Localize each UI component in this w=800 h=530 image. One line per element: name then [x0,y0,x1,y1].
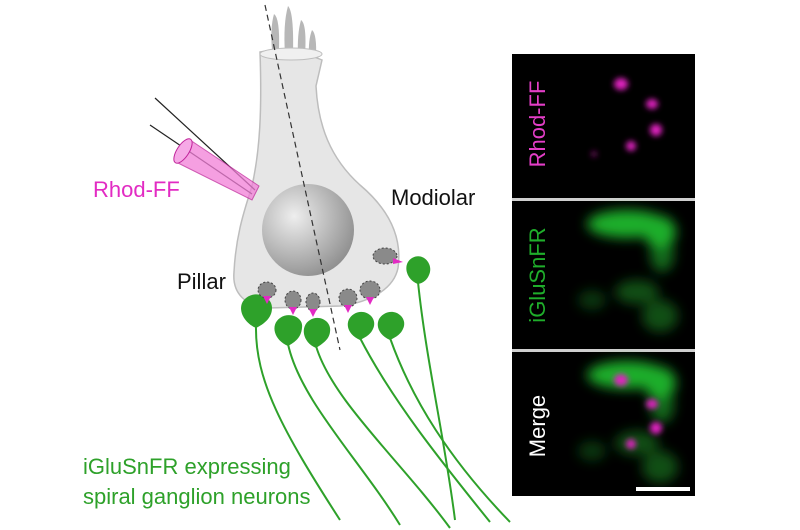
panel-label-iglusnfr: iGluSnFR [525,227,550,323]
patch-pipette [149,97,260,201]
neurons-caption: iGluSnFR expressing spiral ganglion neur… [83,452,311,512]
neurons-caption-line2: spiral ganglion neurons [83,484,311,509]
nucleus [262,184,354,276]
modiolar-label: Modiolar [391,185,476,210]
neuron-terminals [241,256,431,348]
panel-label-merge: Merge [525,394,550,458]
neurons-caption-line1: iGluSnFR expressing [83,454,291,479]
ribbon-synapse [338,288,358,313]
ribbon-synapse [305,292,321,317]
microscopy-panels [512,54,695,496]
panel-merge-magenta [614,374,662,449]
microscopy-images [512,54,695,496]
ribbon-synapse [359,280,381,305]
panel-merge-green [578,361,678,483]
pipette-label: Rhod-FF [93,177,180,202]
ribbon-synapse [284,290,302,315]
ribbon-synapse [257,281,277,304]
scale-bar [636,487,690,491]
cuticular-plate [259,47,323,61]
panel-label-rhod: Rhod-FF [525,80,550,168]
pillar-label: Pillar [177,269,226,294]
ribbon-synapse [372,247,403,265]
panel-iglusnfr [578,210,678,332]
panel-divider [512,198,695,201]
modiolar-pillar-axis [264,4,341,351]
panel-divider [512,349,695,352]
spiral-ganglion-neurons [254,281,511,529]
ribbon-synapses [257,247,403,317]
panel-rhod [591,78,662,157]
